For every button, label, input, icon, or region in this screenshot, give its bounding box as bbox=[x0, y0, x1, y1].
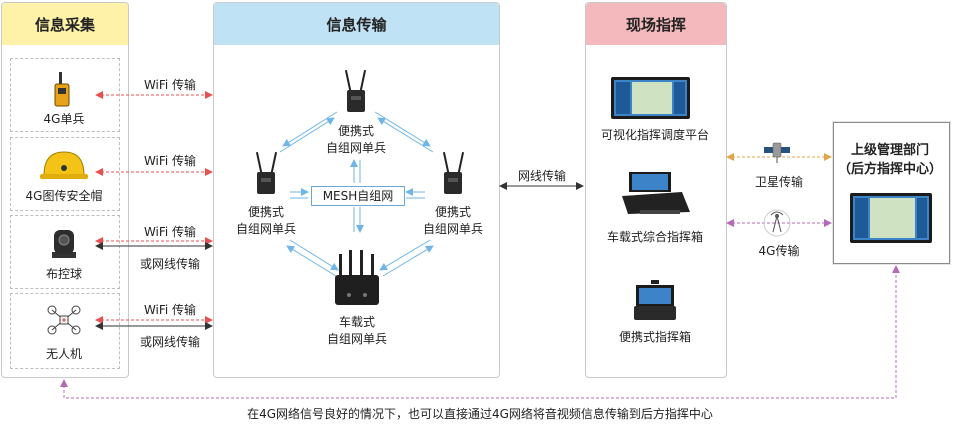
wired-label-3: 或网线传输 bbox=[139, 257, 201, 271]
vehicle-mesh-node-icon bbox=[335, 250, 379, 305]
top-node-line-1: 便携式 bbox=[337, 124, 375, 138]
collect-item-label-4: 无人机 bbox=[45, 347, 83, 361]
wired-label-4: 或网线传输 bbox=[139, 335, 201, 349]
collect-item-label-1: 4G单兵 bbox=[43, 112, 85, 126]
mesh-network-label: MESH自组网 bbox=[311, 186, 405, 206]
hq-screen-icon bbox=[850, 193, 932, 243]
wired-mid-label: 网线传输 bbox=[517, 169, 567, 183]
portable-mesh-node-right-icon bbox=[442, 152, 465, 194]
command-item-label-3: 便携式指挥箱 bbox=[618, 330, 692, 344]
wifi-label-2: WiFi 传输 bbox=[143, 154, 197, 168]
ptz-camera-icon bbox=[52, 230, 76, 258]
left-node-line-2: 自组网单兵 bbox=[235, 222, 297, 236]
dispatch-platform-icon bbox=[611, 77, 690, 119]
cellular-label: 4G传输 bbox=[758, 244, 800, 258]
wifi-label-1: WiFi 传输 bbox=[143, 78, 197, 92]
hq-subtitle: （后方指挥中心） bbox=[837, 162, 943, 177]
command-panel-title: 现场指挥 bbox=[625, 15, 686, 34]
command-item-label-1: 可视化指挥调度平台 bbox=[600, 128, 710, 142]
portable-command-box-icon bbox=[634, 280, 676, 320]
satellite-label: 卫星传输 bbox=[754, 175, 804, 189]
wifi-label-3: WiFi 传输 bbox=[143, 225, 197, 239]
collect-panel-header: 信息采集 bbox=[2, 3, 128, 45]
top-node-line-2: 自组网单兵 bbox=[325, 141, 387, 155]
transmit-panel-title: 信息传输 bbox=[326, 15, 387, 34]
drone-icon bbox=[47, 305, 81, 335]
helmet-icon bbox=[40, 151, 88, 179]
right-node-line-2: 自组网单兵 bbox=[422, 222, 484, 236]
walkie-talkie-icon bbox=[54, 72, 70, 107]
portable-mesh-node-left-icon bbox=[255, 152, 278, 194]
wifi-label-4: WiFi 传输 bbox=[143, 303, 197, 317]
collect-panel-title: 信息采集 bbox=[34, 15, 95, 34]
collect-item-label-2: 4G图传安全帽 bbox=[25, 189, 103, 203]
footer-note: 在4G网络信号良好的情况下，也可以直接通过4G网络将音视频信息传输到后方指挥中心 bbox=[247, 407, 713, 421]
collect-item-label-3: 布控球 bbox=[45, 267, 83, 281]
satellite-icon bbox=[764, 142, 790, 163]
command-panel-header: 现场指挥 bbox=[586, 3, 726, 45]
portable-mesh-node-top-icon bbox=[344, 70, 367, 112]
vehicle-command-box-icon bbox=[622, 172, 690, 214]
bottom-node-line-2: 自组网单兵 bbox=[326, 332, 388, 346]
right-node-line-1: 便携式 bbox=[434, 205, 472, 219]
bottom-node-line-1: 车载式 bbox=[338, 315, 376, 329]
cell-tower-icon bbox=[763, 209, 791, 237]
direct-4g-link bbox=[60, 265, 900, 399]
hq-title: 上级管理部门 bbox=[850, 143, 930, 158]
command-item-label-2: 车载式综合指挥箱 bbox=[606, 230, 704, 244]
transmit-panel-header: 信息传输 bbox=[214, 3, 499, 45]
left-node-line-1: 便携式 bbox=[247, 205, 285, 219]
